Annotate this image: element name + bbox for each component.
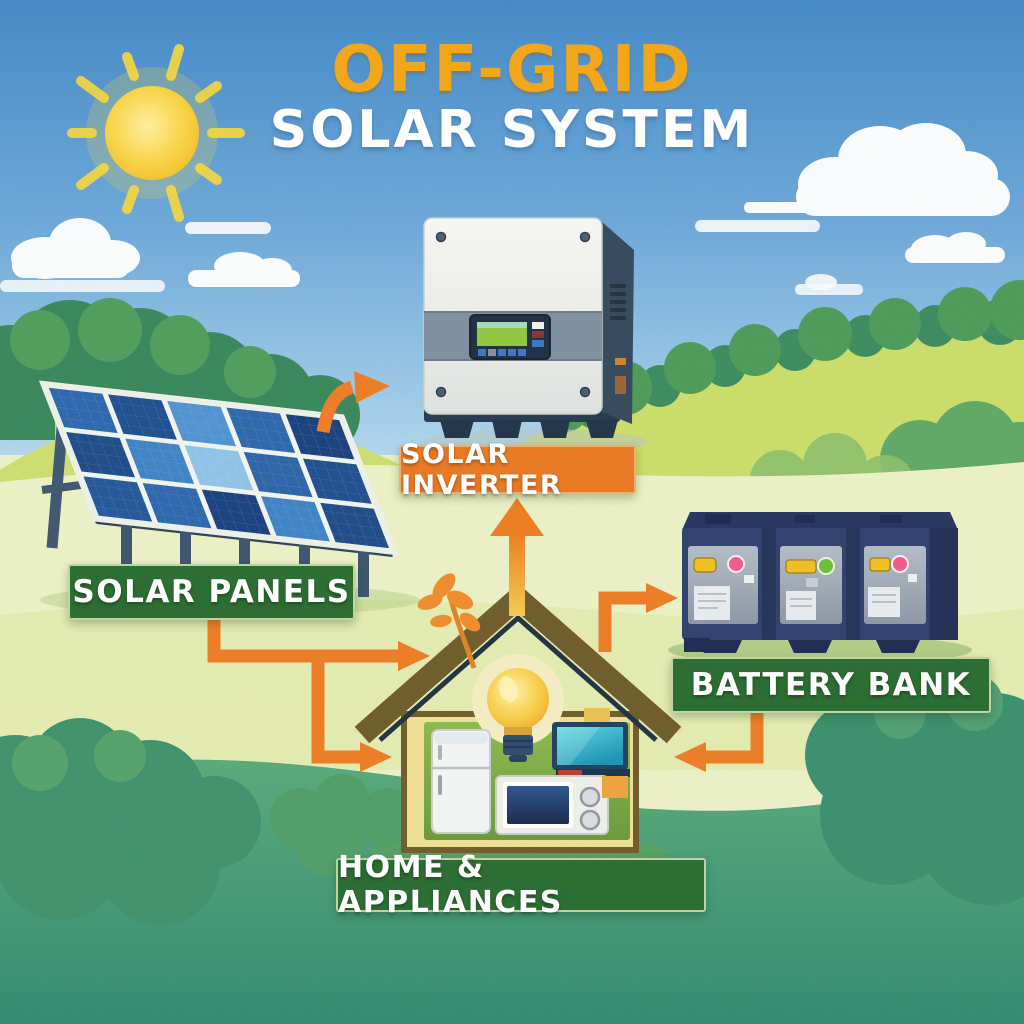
label-battery-bank-text: BATTERY BANK xyxy=(690,667,972,703)
title-line-2: SOLAR SYSTEM xyxy=(269,100,755,160)
label-home-appliances-text: HOME & APPLIANCES xyxy=(338,850,563,920)
label-battery-bank: BATTERY BANK xyxy=(671,657,991,713)
title-line-1: OFF-GRID xyxy=(331,33,693,107)
label-solar-panels: SOLAR PANELS xyxy=(68,564,355,620)
label-solar-inverter-text: SOLAR INVERTER xyxy=(401,438,563,501)
label-solar-panels-text: SOLAR PANELS xyxy=(72,574,351,610)
label-home-appliances: HOME & APPLIANCES xyxy=(336,850,706,920)
label-solar-inverter: SOLAR INVERTER xyxy=(399,439,636,501)
